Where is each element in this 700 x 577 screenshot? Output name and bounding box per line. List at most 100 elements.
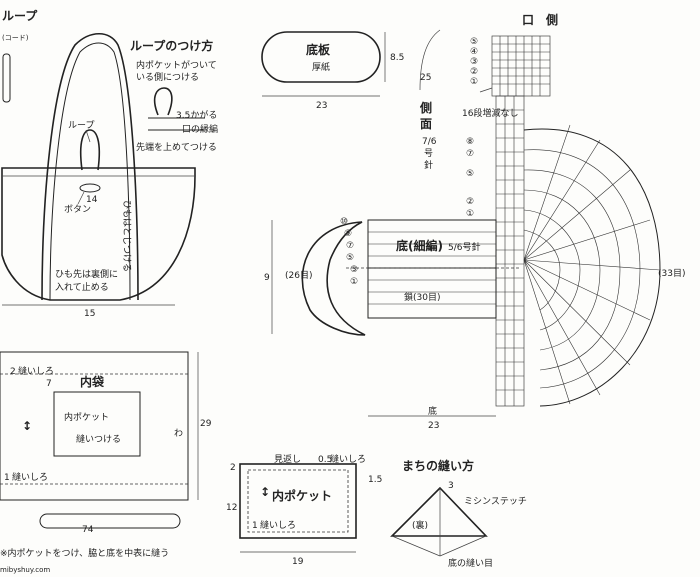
loop-header: ループ xyxy=(2,8,38,23)
row-num: ③ xyxy=(350,265,358,275)
seam-label-bottom: 縫いしろ xyxy=(12,471,48,483)
bag-body xyxy=(1,167,196,301)
button-label: ボタン xyxy=(64,204,91,215)
dim-12: 12 xyxy=(226,503,237,513)
bottom-board-title: 底板 xyxy=(306,42,331,57)
row-num: ① xyxy=(350,277,358,287)
inner-pocket-label: 内ポケット xyxy=(64,411,109,423)
seam-2: 2 xyxy=(10,367,16,377)
pocket-seam-label-2: 縫いしろ xyxy=(260,519,296,531)
row-num: ⑦ xyxy=(466,149,474,159)
handle-note-1: ひも先は裏側に xyxy=(55,268,118,280)
tote-bag-illustration: ループ (コード) ループ ボタン 14 ひもはとじつける ひも先は裏側に 入れ… xyxy=(1,8,196,319)
strap-shape xyxy=(39,513,181,529)
upper-grid-frame xyxy=(491,35,551,97)
crochet-chart: 口 側 ⑤ ④ ③ ② ① ⑧ ⑦ ⑤ ② ① xyxy=(264,12,685,431)
fan-chart xyxy=(523,124,661,407)
gusset-title: まちの縫い方 xyxy=(402,458,474,473)
side-label-2: 面 xyxy=(420,117,432,131)
inner-bag-caption: ※内ポケットをつけ、脇と底を中表に縫う xyxy=(0,547,169,559)
bottom-grid xyxy=(346,219,520,319)
button-icon xyxy=(79,183,101,193)
inner-bag-outline xyxy=(0,351,189,501)
left-count: (26目) xyxy=(285,270,312,281)
watermark: mibyshuy.com xyxy=(0,566,50,574)
dim-1-5: 1.5 xyxy=(368,475,382,485)
inner-pocket-sew: 縫いつける xyxy=(76,433,121,445)
gusset-back: (裏) xyxy=(412,519,428,531)
row-num: ① xyxy=(470,77,478,87)
hook-label-3: 針 xyxy=(424,159,433,171)
fold-3-label: 3.5かがる xyxy=(176,109,217,121)
edge-label: 口の縁編 xyxy=(182,123,218,135)
dim-bottom-caption: 底 xyxy=(428,405,437,417)
gusset-machine: ミシンステッチ xyxy=(464,496,527,507)
handle-note-2: 入れて止める xyxy=(55,281,109,293)
side-label-1: 側 xyxy=(419,100,432,115)
row-num: ⑤ xyxy=(470,37,478,47)
seam-05: 0.5 xyxy=(318,455,332,465)
crescent-left xyxy=(301,221,366,336)
seam-1: 1 xyxy=(4,473,10,483)
row-pointer xyxy=(479,87,493,93)
cord-sample xyxy=(2,53,11,103)
pocket-detail: 見返し 0.5 縫いしろ 1.5 2 ↕ 内ポケット 12 1 縫いしろ 19 xyxy=(226,453,382,567)
column-grid xyxy=(495,95,525,407)
loop-label: ループ xyxy=(68,120,94,131)
pocket-detail-outer xyxy=(239,463,357,539)
dim-15: 15 xyxy=(84,309,95,319)
inner-bag: 内袋 2 縫いしろ 7 内ポケット 縫いつける ↕ わ 29 1 縫いしろ 74… xyxy=(0,351,212,574)
row-num: ⑦ xyxy=(346,241,354,251)
gusset-diagram: まちの縫い方 3 ミシンステッチ (裏) 底の縫い目 xyxy=(390,458,527,569)
dim-9: 9 xyxy=(264,273,270,283)
fan-outline xyxy=(523,128,661,407)
facing-label: 見返し xyxy=(274,453,301,465)
pocket-seam-1: 1 xyxy=(252,521,258,531)
dim-2: 2 xyxy=(230,463,236,473)
pocket-arrow-icon: ↕ xyxy=(260,485,270,499)
upper-grid xyxy=(491,35,551,97)
bottom-board: 底板 厚紙 8.5 23 xyxy=(261,31,404,111)
dim-23: 23 xyxy=(428,421,439,431)
rows-note: 16段増減なし xyxy=(462,107,518,119)
hook-label-2: 号 xyxy=(424,148,433,159)
loop-note-1: 内ポケットがついて xyxy=(136,59,217,71)
column-grid-frame xyxy=(495,95,525,407)
inner-pocket-rect xyxy=(53,391,141,457)
gusset-dim-3: 3 xyxy=(448,481,454,491)
loop-attach-detail: ループのつけ方 内ポケットがついて いる側につける 3.5かがる 口の縁編 先端… xyxy=(130,38,218,153)
bottom-label: 底(細編) xyxy=(396,238,443,253)
bag-handle-inner xyxy=(49,42,131,301)
bottom-board-dim-h-label: 8.5 xyxy=(390,53,404,63)
inner-bag-title: 内袋 xyxy=(80,374,105,389)
loop-header-sub: (コード) xyxy=(2,34,29,42)
dim-14: 14 xyxy=(86,195,98,205)
loop-cord xyxy=(79,129,101,171)
row-num: ② xyxy=(466,197,474,207)
pocket-seam-label: 縫いしろ xyxy=(330,453,366,465)
loop-pointer xyxy=(85,129,91,143)
wa-label: わ xyxy=(174,428,183,439)
bag-handle-outer xyxy=(41,32,139,301)
hook-label-1: 7/6 xyxy=(422,137,437,147)
dim-25: 25 xyxy=(420,73,431,83)
pocket-detail-seam xyxy=(247,469,349,533)
dim-7: 7 xyxy=(46,379,52,389)
right-count: (33目) xyxy=(658,268,685,279)
bottom-board-shape xyxy=(261,31,381,83)
loop-how-title: ループのつけ方 xyxy=(130,38,213,53)
bottom-board-dim-w-label: 23 xyxy=(316,101,327,111)
row-num: ⑤ xyxy=(466,169,474,179)
row-num: ④ xyxy=(470,47,478,57)
gusset-triangle xyxy=(390,486,488,537)
row-num: ① xyxy=(466,209,474,219)
row-num: ⑩ xyxy=(340,217,348,227)
row-num: ⑧ xyxy=(466,137,474,147)
gusset-bottom-seam: 底の縫い目 xyxy=(448,557,493,569)
pocket-detail-title: 内ポケット xyxy=(272,488,332,503)
button-pointer xyxy=(77,191,85,205)
chain-label: 鎖(30目) xyxy=(404,291,440,303)
row-num: ③ xyxy=(470,57,478,67)
